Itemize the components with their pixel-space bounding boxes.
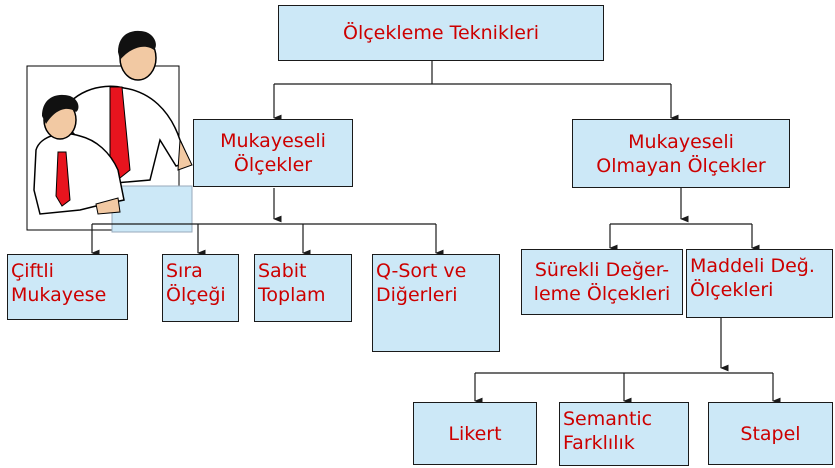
paired-comparison-line2: Mukayese — [11, 284, 107, 306]
paired-comparison-box: Çiftli Mukayese — [7, 254, 128, 320]
constant-sum-line2: Toplam — [258, 284, 326, 306]
semantic-differential-line2: Farklılık — [563, 432, 635, 454]
qsort-line2: Diğerleri — [376, 284, 458, 306]
likert-box: Likert — [413, 402, 537, 465]
constant-sum-line1: Sabit — [258, 260, 307, 282]
paired-comparison-line1: Çiftli — [11, 260, 54, 282]
itemized-rating-line1: Maddeli Değ. — [690, 255, 815, 277]
rank-order-line2: Ölçeği — [166, 284, 226, 306]
rank-order-line1: Sıra — [166, 260, 203, 282]
rank-order-box: Sıra Ölçeği — [162, 254, 239, 322]
likert-label: Likert — [448, 422, 502, 445]
non-comparative-scales-line1: Mukayeseli — [628, 130, 734, 153]
comparative-scales-box: Mukayeseli Ölçekler — [193, 119, 353, 187]
stapel-label: Stapel — [740, 422, 801, 445]
continuous-rating-line2: leme Ölçekleri — [533, 283, 671, 305]
continuous-rating-line1: Sürekli Değer- — [534, 259, 670, 281]
root-node-label: Ölçekleme Teknikleri — [342, 22, 540, 44]
comparative-scales-line1: Mukayeseli — [220, 130, 326, 152]
constant-sum-box: Sabit Toplam — [254, 254, 352, 322]
qsort-box: Q-Sort ve Diğerleri — [372, 254, 500, 352]
semantic-differential-box: Semantic Farklılık — [559, 402, 689, 466]
comparative-scales-line2: Ölçekler — [233, 154, 313, 176]
non-comparative-scales-box: Mukayeseli Olmayan Ölçekler — [572, 119, 790, 188]
semantic-differential-line1: Semantic — [563, 408, 653, 430]
continuous-rating-box: Sürekli Değer- leme Ölçekleri — [521, 249, 683, 315]
qsort-line1: Q-Sort ve — [376, 260, 467, 282]
itemized-rating-line2: Ölçekleri — [690, 279, 774, 301]
root-node-box: Ölçekleme Teknikleri — [278, 5, 604, 61]
stapel-box: Stapel — [708, 402, 833, 465]
non-comparative-scales-line2: Olmayan Ölçekler — [596, 154, 766, 177]
seated-man — [33, 94, 125, 215]
itemized-rating-box: Maddeli Değ. Ölçekleri — [686, 249, 833, 318]
